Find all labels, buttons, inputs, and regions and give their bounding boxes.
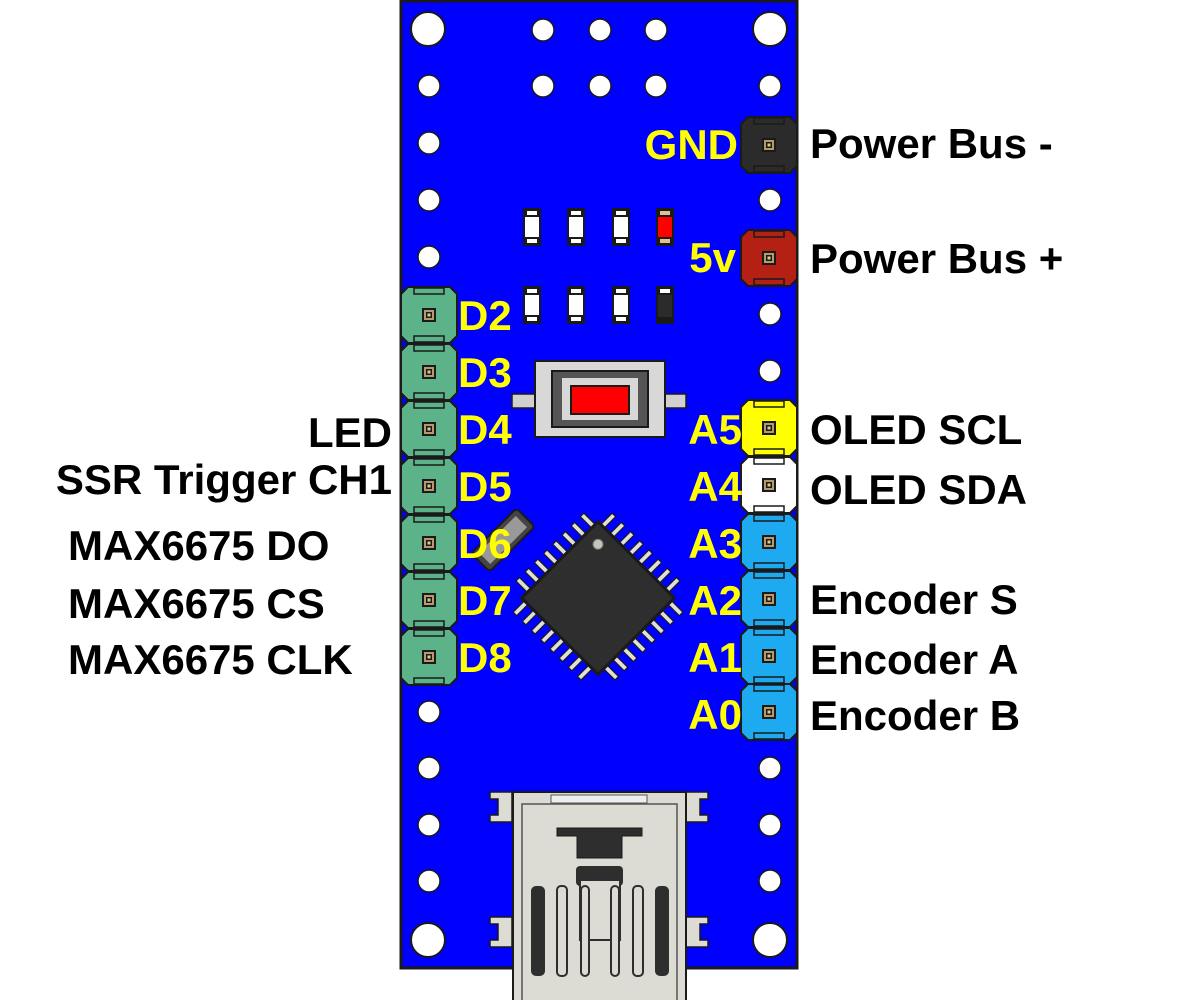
function-label-max6675-do: MAX6675 DO xyxy=(68,522,329,569)
pin-label-d4: D4 xyxy=(458,406,512,453)
header-pin-d5[interactable] xyxy=(400,457,458,515)
pin-label-5v: 5v xyxy=(689,234,736,281)
header-pin-a2[interactable] xyxy=(740,570,798,628)
header-pin-gnd[interactable] xyxy=(740,116,798,174)
header-pin-a5[interactable] xyxy=(740,399,798,457)
mounting-holes xyxy=(410,11,788,958)
header-pin-a3[interactable] xyxy=(740,513,798,571)
function-label-power-bus-plus: Power Bus + xyxy=(810,235,1063,282)
pin-label-d3: D3 xyxy=(458,349,512,396)
right-pin-header xyxy=(740,116,798,741)
header-pin-d6[interactable] xyxy=(400,514,458,572)
crystal-oscillator xyxy=(471,508,535,572)
pin-label-a4: A4 xyxy=(688,463,742,510)
function-label-encoder-b: Encoder B xyxy=(810,692,1020,739)
through-holes xyxy=(417,18,782,893)
left-pin-header xyxy=(400,286,458,686)
microcontroller-chip xyxy=(512,512,684,681)
usb-connector[interactable] xyxy=(489,791,709,1000)
function-label-max6675-cs: MAX6675 CS xyxy=(68,580,325,627)
function-label-power-bus-minus: Power Bus - xyxy=(810,120,1053,167)
pin-label-d7: D7 xyxy=(458,577,512,624)
header-pin-a1[interactable] xyxy=(740,627,798,685)
pin-label-a5: A5 xyxy=(688,406,742,453)
pin-label-d6: D6 xyxy=(458,520,512,567)
header-pin-d4[interactable] xyxy=(400,400,458,458)
pin-label-a2: A2 xyxy=(688,577,742,624)
header-pin-d3[interactable] xyxy=(400,343,458,401)
function-label-max6675-clk: MAX6675 CLK xyxy=(68,636,353,683)
function-label-encoder-a: Encoder A xyxy=(810,636,1018,683)
function-label-encoder-s: Encoder S xyxy=(810,576,1018,623)
header-pin-d2[interactable] xyxy=(400,286,458,344)
header-pin-5v[interactable] xyxy=(740,229,798,287)
pin-label-a3: A3 xyxy=(688,520,742,567)
smd-components xyxy=(523,208,674,324)
header-pin-d7[interactable] xyxy=(400,571,458,629)
pin-label-a1: A1 xyxy=(688,634,742,681)
header-pin-a0[interactable] xyxy=(740,683,798,741)
right-function-labels: Power Bus - Power Bus + OLED SCL OLED SD… xyxy=(810,120,1063,739)
left-function-labels: LED SSR Trigger CH1 MAX6675 DO MAX6675 C… xyxy=(56,409,392,683)
reset-button[interactable] xyxy=(511,360,687,438)
function-label-ssr-trigger: SSR Trigger CH1 xyxy=(56,456,392,503)
function-label-led: LED xyxy=(308,409,392,456)
pin-label-d5: D5 xyxy=(458,463,512,510)
header-pin-d8[interactable] xyxy=(400,628,458,686)
pin-label-a0: A0 xyxy=(688,691,742,738)
left-pin-labels: D2 D3 D4 D5 D6 D7 D8 xyxy=(458,292,512,681)
pin-label-d2: D2 xyxy=(458,292,512,339)
pin-label-d8: D8 xyxy=(458,634,512,681)
header-pin-a4[interactable] xyxy=(740,456,798,514)
right-pin-labels: GND 5v A5 A4 A3 A2 A1 A0 xyxy=(645,121,743,738)
function-label-oled-scl: OLED SCL xyxy=(810,406,1022,453)
function-label-oled-sda: OLED SDA xyxy=(810,466,1027,513)
pin-label-gnd: GND xyxy=(645,121,738,168)
